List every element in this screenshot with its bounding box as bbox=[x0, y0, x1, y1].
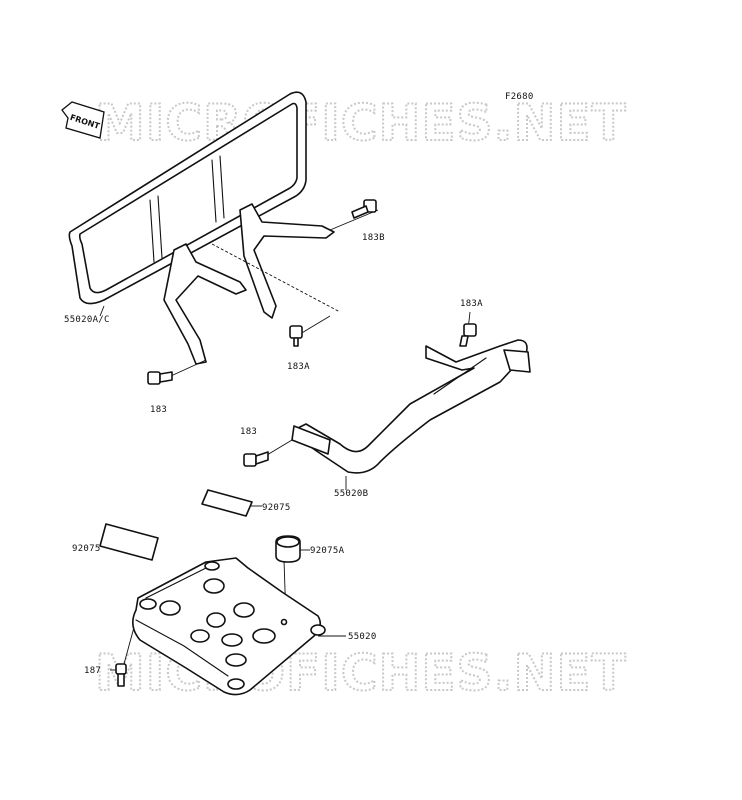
front-arrow-icon: FRONT bbox=[61, 101, 105, 139]
damper-92075a bbox=[275, 535, 301, 563]
label-183a-top: 183A bbox=[460, 299, 483, 309]
label-55020b: 55020B bbox=[334, 489, 368, 499]
pad-92075-left bbox=[99, 523, 159, 561]
bolt-187-icon bbox=[115, 663, 127, 687]
skid-plate-55020 bbox=[132, 557, 326, 696]
bolt-183-mid-icon bbox=[243, 451, 269, 467]
bolt-183b-icon bbox=[351, 199, 377, 219]
pad-92075-right bbox=[201, 489, 253, 517]
label-92075-right: 92075 bbox=[262, 503, 291, 513]
front-rack-55020ac bbox=[68, 91, 341, 365]
label-187: 187 bbox=[84, 666, 101, 676]
bolt-183-left-icon bbox=[147, 371, 173, 385]
figure-code: F2680 bbox=[505, 92, 534, 102]
label-55020: 55020 bbox=[348, 632, 377, 642]
label-183a-mid: 183A bbox=[287, 362, 310, 372]
bolt-183a-left-icon bbox=[289, 325, 303, 347]
label-55020ac: 55020A/C bbox=[64, 315, 110, 325]
label-183-left: 183 bbox=[150, 405, 167, 415]
label-183b: 183B bbox=[362, 233, 385, 243]
label-92075a: 92075A bbox=[310, 546, 345, 556]
rear-rack-55020b bbox=[291, 339, 531, 474]
label-92075-left: 92075 bbox=[72, 544, 101, 554]
label-183-mid: 183 bbox=[240, 427, 257, 437]
bolt-183a-right-icon bbox=[459, 323, 477, 347]
watermark-top: MICROFICHES.NET bbox=[95, 94, 627, 152]
